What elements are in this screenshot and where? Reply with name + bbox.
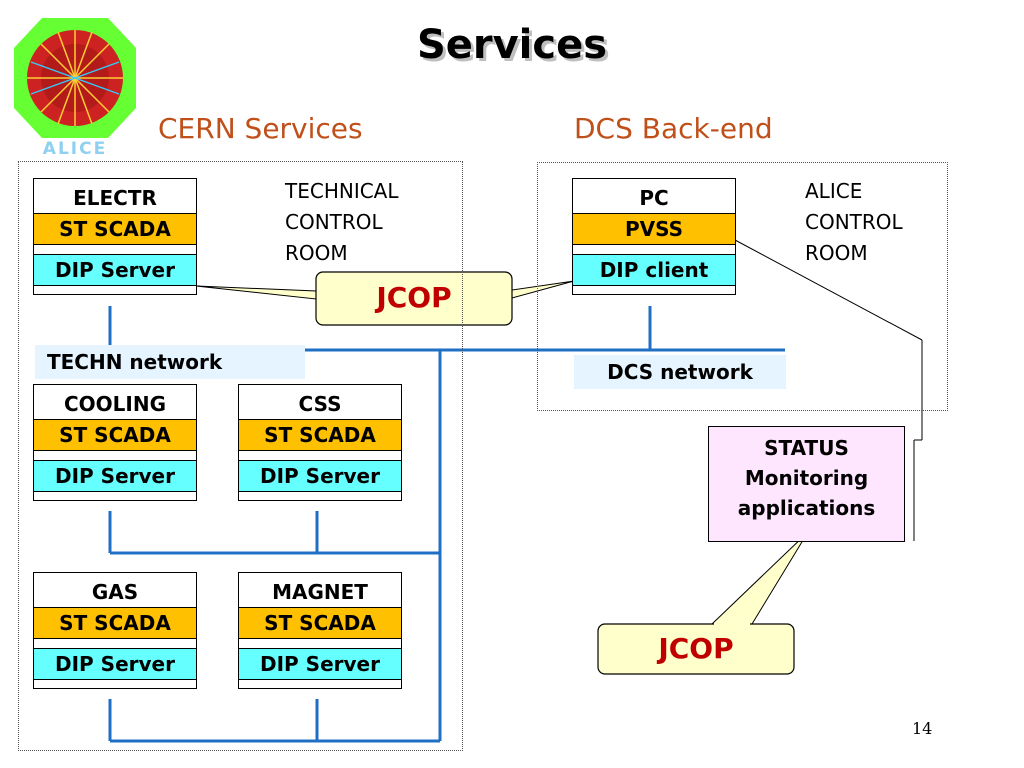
pc-box: PC PVSS DIP client (572, 178, 736, 295)
cooling-st-scada: ST SCADA (34, 419, 196, 451)
magnet-box: MAGNET ST SCADA DIP Server (238, 572, 402, 689)
room-line: CONTROL (805, 210, 903, 234)
alice-control-room-label: ALICE CONTROL ROOM (805, 176, 903, 269)
room-line: CONTROL (285, 210, 383, 234)
techn-network-label: TECHN network (35, 345, 305, 379)
dcs-backend-heading: DCS Back-end (574, 112, 773, 145)
electr-st-scada: ST SCADA (34, 213, 196, 245)
alice-logo-text: ALICE (43, 139, 107, 159)
jcop-bottom-label: JCOP (658, 632, 734, 665)
cern-services-heading: CERN Services (158, 112, 363, 145)
jcop-top-callout (195, 271, 575, 326)
gas-st-scada: ST SCADA (34, 607, 196, 639)
gas-dip-server: DIP Server (34, 648, 196, 680)
pc-header: PC (639, 186, 669, 210)
status-monitoring-box: STATUS Monitoring applications (708, 426, 905, 542)
gas-box: GAS ST SCADA DIP Server (33, 572, 197, 689)
room-line: TECHNICAL (285, 179, 399, 203)
status-line: applications (737, 496, 876, 520)
slide-title: Services (416, 22, 608, 68)
electr-box: ELECTR ST SCADA DIP Server (33, 178, 197, 295)
cern-services-area (18, 161, 463, 751)
room-line: ALICE (805, 179, 863, 203)
cooling-dip-server: DIP Server (34, 460, 196, 492)
css-st-scada: ST SCADA (239, 419, 401, 451)
css-header: CSS (298, 392, 342, 416)
electr-header: ELECTR (73, 186, 157, 210)
status-connector (734, 239, 923, 541)
cooling-header: COOLING (63, 392, 167, 416)
jcop-top-label: JCOP (376, 281, 452, 314)
magnet-header: MAGNET (272, 580, 368, 604)
css-dip-server: DIP Server (239, 460, 401, 492)
pc-dip-client: DIP client (573, 254, 735, 286)
status-line: STATUS (764, 436, 849, 460)
technical-control-room-label: TECHNICAL CONTROL ROOM (285, 176, 399, 269)
css-box: CSS ST SCADA DIP Server (238, 384, 402, 501)
gas-header: GAS (91, 580, 139, 604)
room-line: ROOM (285, 241, 348, 265)
pc-pvss: PVSS (573, 213, 735, 245)
room-line: ROOM (805, 241, 868, 265)
magnet-st-scada: ST SCADA (239, 607, 401, 639)
alice-logo: ALICE (14, 18, 136, 159)
cooling-box: COOLING ST SCADA DIP Server (33, 384, 197, 501)
dcs-backend-area (537, 162, 948, 411)
magnet-dip-server: DIP Server (239, 648, 401, 680)
jcop-bottom-callout (597, 531, 809, 675)
page-number: 14 (912, 719, 933, 738)
electr-dip-server: DIP Server (34, 254, 196, 286)
dcs-network-label: DCS network (574, 355, 786, 389)
techn-network-lines (108, 306, 785, 743)
status-line: Monitoring (744, 466, 869, 490)
